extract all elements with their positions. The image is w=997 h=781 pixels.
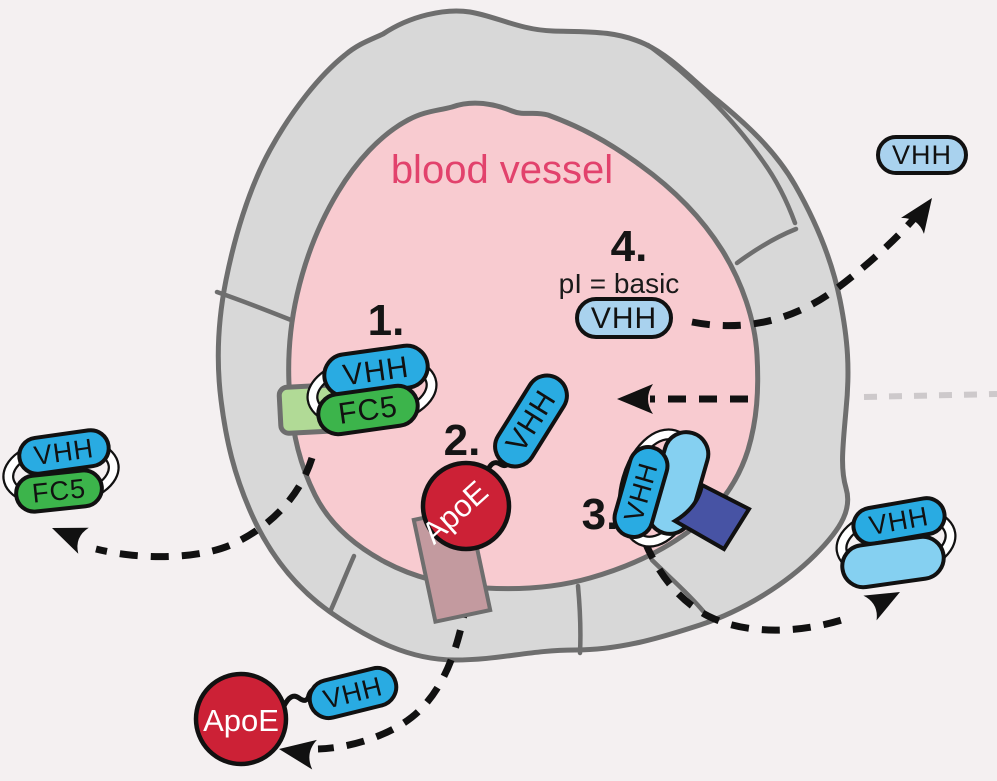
cell-overlap-top-right xyxy=(645,42,798,226)
exit-arrow-strategy4 xyxy=(691,211,921,330)
strategy-number-3: 3. xyxy=(582,490,619,539)
exit-arrowhead-strategy1 xyxy=(52,527,89,554)
exit-arrowhead-strategy2 xyxy=(279,739,317,770)
cell-junction-right xyxy=(734,226,799,266)
vhh-pill-strategy3: VHH xyxy=(612,445,670,539)
strategy-number-1: 1. xyxy=(368,296,405,345)
receptor-dark-blue-strategy3 xyxy=(671,481,752,552)
faded-dashed-line xyxy=(863,391,997,400)
exit-arrowhead-strategy4 xyxy=(901,198,932,234)
apoe-protein-outside-bottom xyxy=(193,671,289,767)
strategy-number-2: 2. xyxy=(444,416,481,465)
exit-arrow-strategy3 xyxy=(641,540,850,634)
exit-arrow-strategy1 xyxy=(95,456,316,561)
vhh-pill-outside-top-right: VHH xyxy=(876,135,968,175)
exit-arrow-strategy2 xyxy=(317,599,471,753)
inflow-arrowhead xyxy=(617,384,653,414)
fc5-pill-outside-left: FC5 xyxy=(14,468,104,514)
apoe-label-outside-bottom: ApoE xyxy=(203,703,279,738)
vhh-pill-outside-left: VHH xyxy=(17,428,111,476)
vhh-pill-outside-right: VHH xyxy=(851,496,947,546)
vhh-pill-strategy4: VHH xyxy=(575,297,673,339)
vhh-pill-strategy1: VHH xyxy=(322,343,430,399)
strategy-number-4: 4. xyxy=(611,222,648,271)
exit-arrowhead-strategy3 xyxy=(863,592,900,621)
cargo-pill-outside-right xyxy=(840,534,946,590)
blood-vessel-label: blood vessel xyxy=(391,148,613,192)
cell-junction-bottom-right xyxy=(649,557,706,614)
cell-junction-bottom-center xyxy=(575,583,583,656)
vhh-label-strategy4: VHH xyxy=(591,302,657,335)
fc5-label-strategy1: FC5 xyxy=(336,390,400,431)
fc5-label-outside-left: FC5 xyxy=(31,473,88,508)
fc5-pill-strategy1: FC5 xyxy=(316,383,420,437)
cell-junction-bottom-left xyxy=(327,553,357,615)
vhh-label-outside-top-right: VHH xyxy=(892,140,952,170)
apoe-protein-strategy2 xyxy=(420,460,512,552)
cell-junction-left xyxy=(214,289,294,323)
pi-basic-note: pI = basic xyxy=(559,268,680,299)
vhh-pill-outside-bottom: VHH xyxy=(307,665,399,721)
